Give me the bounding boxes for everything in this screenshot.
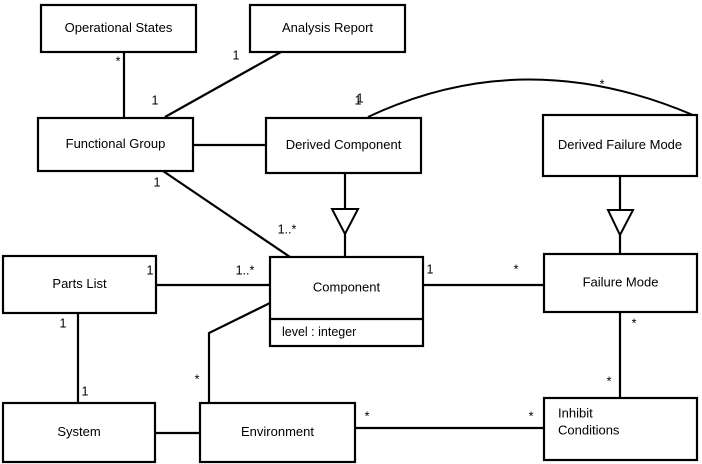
multiplicity-label: 1..* [278, 222, 297, 236]
class-name: Derived Component [286, 137, 402, 152]
class-name: Component [313, 279, 381, 294]
association-analysis-report-functional-group [164, 51, 282, 118]
class-name: Failure Mode [583, 274, 659, 289]
class-name: Environment [241, 424, 314, 439]
multiplicity-label: 1 [154, 175, 161, 189]
multiplicity-label: 1 [82, 384, 89, 398]
multiplicity-label: * [514, 262, 519, 276]
class-name: Operational States [65, 20, 173, 35]
multiplicity-label: * [607, 374, 612, 388]
multiplicity-label: * [600, 77, 605, 91]
association-line [207, 302, 271, 403]
multiplicity-label: * [195, 372, 200, 386]
multiplicity-label: 1 [147, 263, 154, 277]
class-box-analysis-report[interactable]: Analysis Report [248, 3, 407, 54]
class-box-outline [1, 401, 157, 464]
class-box-outline [1, 254, 158, 315]
multiplicity-label: 1 [152, 93, 159, 107]
class-name: Conditions [558, 422, 620, 437]
multiplicity-label: * [529, 409, 534, 423]
class-box-parts-list[interactable]: Parts List [1, 254, 158, 315]
class-box-failure-mode[interactable]: Failure Mode [542, 252, 699, 314]
class-box-outline [36, 116, 195, 173]
multiplicity-label: * [365, 409, 370, 423]
class-box-outline [198, 401, 357, 464]
association-functional-group-component [162, 170, 291, 258]
association-line [162, 170, 291, 258]
multiplicity-label: 1 [357, 91, 364, 105]
class-name: Functional Group [66, 136, 166, 151]
generalization-triangle-icon [606, 209, 635, 238]
class-box-environment[interactable]: Environment [198, 401, 357, 464]
association-layer [76, 51, 694, 435]
association-component-environment [207, 302, 271, 403]
association-derived-component-derived-failure-mode [367, 78, 694, 118]
class-box-derived-failure-mode[interactable]: Derived Failure Mode [541, 113, 699, 178]
multiplicity-label: 1 [60, 316, 67, 330]
class-box-outline [542, 252, 699, 314]
class-box-component[interactable]: Component level : integer [268, 255, 425, 348]
class-box-functional-group[interactable]: Functional Group [36, 116, 195, 173]
class-box-operational-states[interactable]: Operational States [39, 3, 198, 54]
class-box-outline [248, 3, 407, 54]
association-derived-failure-mode-failure-mode-generalization [606, 176, 635, 254]
multiplicity-label: 1 [355, 93, 362, 107]
multiplicity-label: * [632, 316, 637, 330]
class-name: Inhibit [558, 405, 593, 420]
multiplicity-label: 1..* [236, 263, 255, 277]
class-name: System [57, 424, 100, 439]
class-box-outline [542, 396, 699, 462]
association-line [164, 51, 282, 118]
class-box-outline [541, 113, 699, 178]
class-box-layer: Operational States Analysis ReportFunctio… [1, 3, 699, 464]
association-arc [367, 78, 694, 118]
class-name: Derived Failure Mode [558, 137, 682, 152]
class-box-outline [264, 116, 423, 175]
generalization-triangle-icon [330, 208, 360, 237]
class-attribute: level : integer [282, 325, 356, 339]
class-box-system[interactable]: System [1, 401, 157, 464]
class-name: Parts List [52, 276, 107, 291]
class-box-outline [268, 255, 425, 348]
class-name: Analysis Report [282, 20, 373, 35]
multiplicity-label: * [116, 54, 121, 68]
multiplicity-label: 1 [233, 48, 240, 62]
multiplicity-label: 1 [427, 262, 434, 276]
association-derived-component-component-generalization [330, 173, 360, 257]
class-box-outline [39, 3, 198, 54]
class-box-derived-component[interactable]: Derived Component [264, 116, 423, 175]
